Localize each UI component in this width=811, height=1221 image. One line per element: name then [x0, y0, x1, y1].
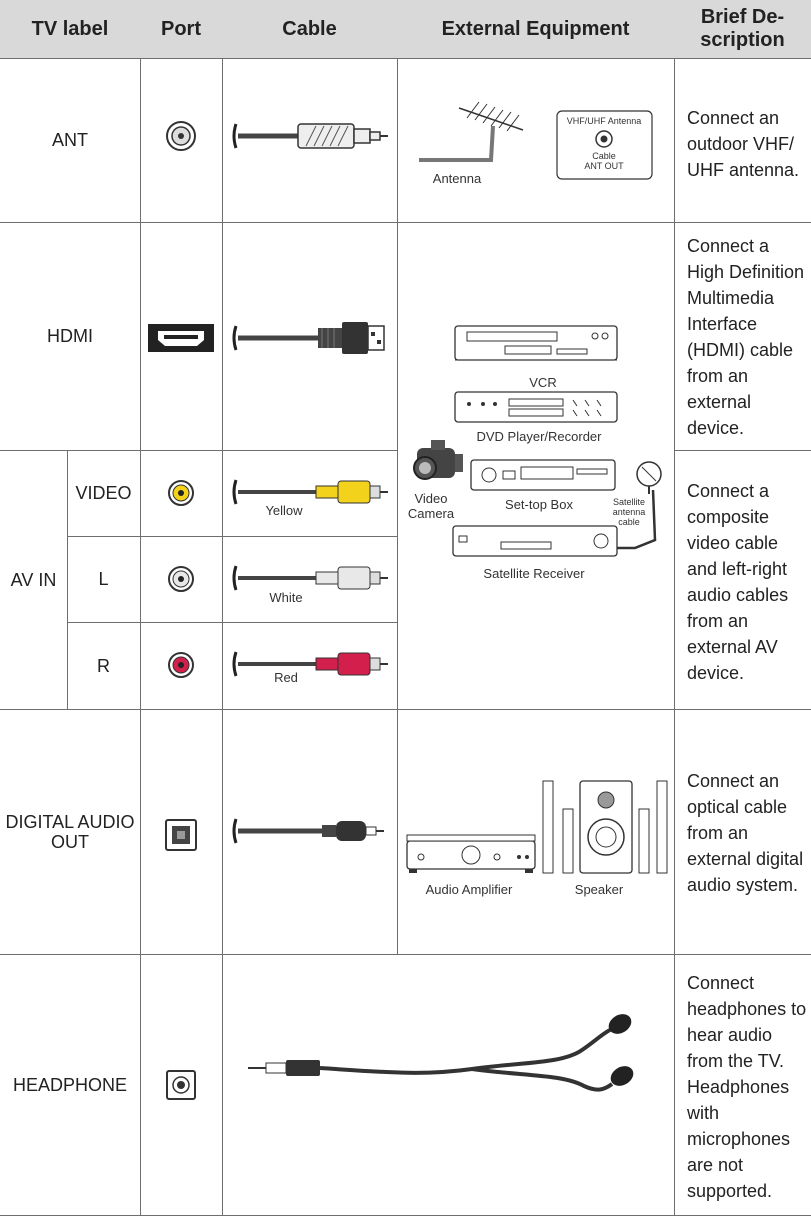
audio-r-port-icon [140, 622, 222, 709]
antenna-label: Antenna [433, 171, 482, 186]
antenna-equipment: Antenna VHF/UHF Antenna Cable ANT OUT [397, 58, 674, 222]
satellite-cable-label-3: cable [618, 517, 640, 527]
white-cable-label: White [269, 590, 302, 605]
row-label-headphone: HEADPHONE [12, 1075, 128, 1095]
yellow-cable-label: Yellow [265, 503, 303, 518]
grid-line [0, 1215, 811, 1216]
optical-cable-icon [222, 709, 397, 954]
coax-port-icon [140, 58, 222, 222]
row-label-video: VIDEO [75, 483, 132, 503]
white-rca-cable-icon: White [222, 536, 397, 622]
optical-port-icon [140, 709, 222, 954]
video-camera-label-1: Video [414, 491, 447, 506]
jack-out-label: ANT OUT [584, 161, 624, 171]
row-label-hdmi: HDMI [47, 326, 93, 346]
row-label-r: R [97, 655, 110, 676]
audio-l-port-icon [140, 536, 222, 622]
description-av-in: Connect a composite video cable and left… [687, 481, 789, 683]
red-rca-cable-icon: Red [222, 622, 397, 709]
amplifier-label: Audio Amplifier [426, 882, 513, 897]
yellow-rca-cable-icon: Yellow [222, 450, 397, 536]
set-top-box-icon [470, 459, 616, 491]
antenna-jack-plate: VHF/UHF Antenna Cable ANT OUT [556, 110, 653, 180]
grid-line [0, 709, 811, 710]
grid-line [0, 58, 811, 59]
grid-line [0, 222, 811, 223]
satellite-cable-label-2: antenna [613, 507, 646, 517]
grid-line [67, 622, 397, 623]
description-ant: Connect an outdoor VHF/ UHF antenna. [687, 108, 800, 180]
headphones-icon [222, 954, 674, 1216]
video-port-icon [140, 450, 222, 536]
dvd-label: DVD Player/Recorder [477, 429, 603, 444]
speaker-icon [542, 780, 668, 874]
grid-line [0, 450, 397, 451]
header-port: Port [140, 0, 222, 58]
satellite-dish-icon [609, 461, 662, 550]
hdmi-cable-icon [222, 222, 397, 450]
header-tv-label: TV label [0, 0, 140, 58]
external-devices-illustration: VCR DVD Player/Recorder Video Camera [397, 222, 674, 709]
row-label-digital-audio-out: DIGITAL AUDIO OUT [5, 811, 135, 852]
vcr-label: VCR [529, 375, 556, 390]
jack-cable-label: Cable [592, 151, 616, 161]
description-digital-audio-out: Connect an optical cable from an externa… [687, 771, 804, 895]
video-camera-label-2: Camera [408, 506, 455, 521]
grid-line [0, 954, 811, 955]
dvd-player-icon [454, 391, 618, 423]
antenna-icon [419, 101, 524, 162]
row-label-av-in: AV IN [10, 569, 57, 590]
grid-line [67, 536, 397, 537]
description-hdmi: Connect a High Definition Multimedia Int… [687, 236, 805, 438]
grid-line [140, 450, 141, 1216]
row-label-ant: ANT [52, 130, 88, 150]
header-brief-description: Brief De-scription [674, 0, 811, 58]
grid-line [674, 58, 675, 1216]
coax-cable-icon [222, 58, 397, 222]
row-label-l: L [98, 569, 109, 589]
grid-line [674, 450, 811, 451]
vcr-icon [454, 325, 618, 361]
video-camera-icon [413, 440, 463, 480]
set-top-box-label: Set-top Box [505, 497, 573, 512]
satellite-cable-label-1: Satellite [613, 497, 645, 507]
satellite-receiver-label: Satellite Receiver [483, 566, 585, 581]
speaker-label: Speaker [575, 882, 624, 897]
satellite-receiver-icon [452, 525, 618, 557]
red-cable-label: Red [274, 670, 298, 685]
grid-line [67, 450, 68, 709]
grid-line [222, 58, 223, 1216]
grid-line [140, 58, 141, 450]
audio-equipment: Audio Amplifier Speaker [397, 709, 674, 954]
hdmi-port-icon [140, 222, 222, 450]
header-cable: Cable [222, 0, 397, 58]
jack-title: VHF/UHF Antenna [567, 116, 642, 126]
header-external-equipment: External Equipment [397, 0, 674, 58]
audio-amplifier-icon [406, 834, 536, 873]
headphone-port-icon [140, 954, 222, 1216]
grid-line [397, 58, 398, 954]
description-headphone: Connect headphones to hear audio from th… [687, 973, 807, 1201]
